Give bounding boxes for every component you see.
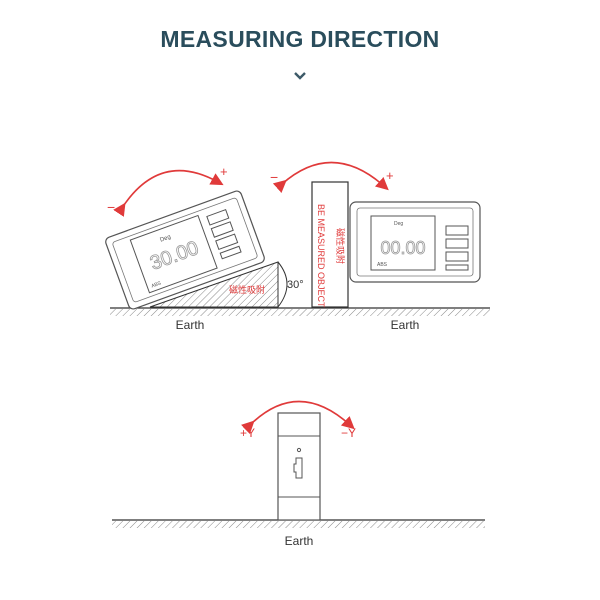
earth-label-3: Earth [285,534,314,548]
svg-text:Deg: Deg [159,234,171,243]
chevron-down-icon[interactable] [292,70,308,82]
object-label: BE MEASURED OBJECT [316,204,326,308]
minus-sign-2: − [270,169,278,185]
minus-sign-1: − [107,199,115,215]
measured-object [311,181,349,308]
ground-3 [112,519,485,528]
earth-label-1: Earth [176,318,205,332]
ground-1 [110,307,490,316]
svg-text:ABS: ABS [150,280,162,289]
svg-text:Deg: Deg [394,221,403,227]
svg-text:ABS: ABS [377,262,388,268]
plus-sign-2: + [386,168,394,183]
page-title: MEASURING DIRECTION [160,26,440,52]
inclinometer-device-side [277,412,321,521]
plus-sign-1: + [220,164,228,179]
incline-wedge [149,261,279,308]
angle-label: 30° [287,279,304,291]
plus-y-label: +Y [240,426,255,440]
magnetic-label-1: 磁性吸附 [229,284,265,295]
inclinometer-device-vertical: 00.00 Deg ABS [349,201,481,283]
inclinometer-device-tilted: 30.00 Deg ABS [105,190,265,310]
magnetic-label-2: 磁性吸附 [335,228,346,264]
display-value-2: 00.00 [380,238,425,258]
minus-y-label: −Y [341,426,356,440]
earth-label-2: Earth [391,318,420,332]
